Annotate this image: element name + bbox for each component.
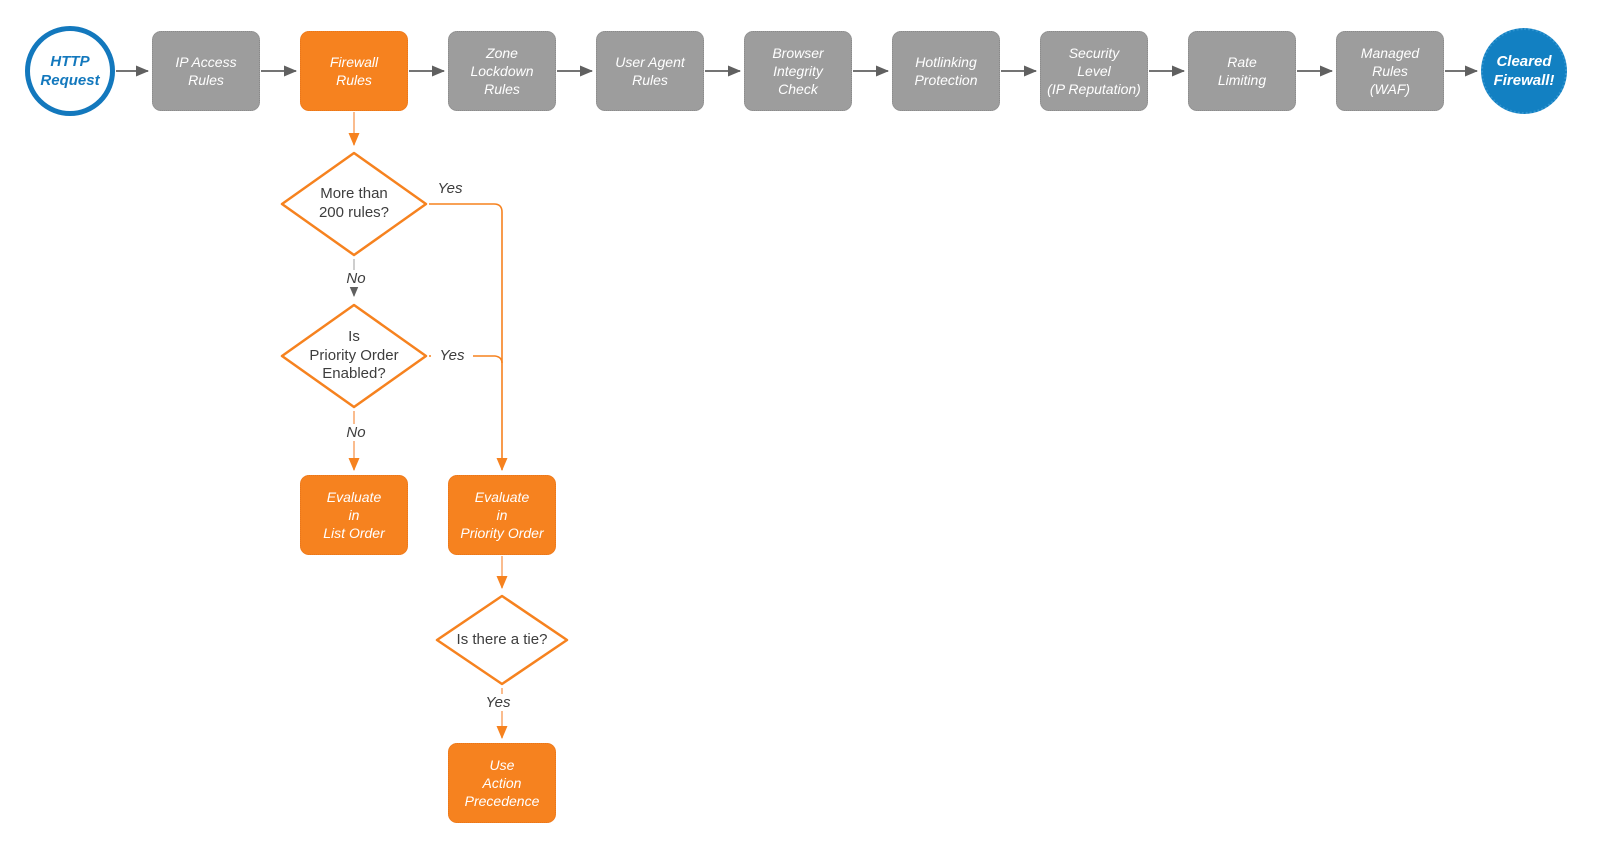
edge-label-d1-no: No [338, 270, 374, 287]
decision-label: Is there a tie? [456, 630, 548, 648]
edge-label-d2-no: No [338, 424, 374, 441]
diamond-shape [280, 151, 428, 257]
stage-managed-rules-waf: Managed Rules (WAF) [1336, 31, 1444, 111]
start-node-http-request: HTTP Request [25, 26, 115, 116]
decision-is-there-a-tie: Is there a tie? [434, 593, 570, 687]
stage-ip-access-rules: IP Access Rules [152, 31, 260, 111]
edge-label-d3-yes: Yes [477, 694, 519, 711]
action-use-action-precedence: Use Action Precedence [448, 743, 556, 823]
decision-label: Is Priority Order Enabled? [309, 327, 399, 383]
decision-priority-order-enabled: Is Priority Order Enabled? [279, 302, 429, 410]
stage-zone-lockdown-rules: Zone Lockdown Rules [448, 31, 556, 111]
decision-label: More than 200 rules? [318, 185, 390, 221]
stage-firewall-rules: Firewall Rules [300, 31, 408, 111]
action-evaluate-in-list-order: Evaluate in List Order [300, 475, 408, 555]
stage-browser-integrity-check: Browser Integrity Check [744, 31, 852, 111]
action-evaluate-in-priority-order: Evaluate in Priority Order [448, 475, 556, 555]
edge-d1-yes-to-evaluate-priority [429, 203, 508, 471]
stage-hotlinking-protection: Hotlinking Protection [892, 31, 1000, 111]
stage-user-agent-rules: User Agent Rules [596, 31, 704, 111]
edge-label-d1-yes: Yes [437, 180, 463, 197]
end-node-cleared-firewall: Cleared Firewall! [1481, 28, 1567, 114]
diamond-shape [435, 594, 569, 686]
edge-d2-yes-join [429, 355, 503, 364]
diamond-shape [280, 303, 428, 409]
stage-security-level: Security Level (IP Reputation) [1040, 31, 1148, 111]
stage-rate-limiting: Rate Limiting [1188, 31, 1296, 111]
edge-label-d2-yes: Yes [431, 347, 473, 364]
decision-more-than-200-rules: More than 200 rules? [279, 150, 429, 258]
